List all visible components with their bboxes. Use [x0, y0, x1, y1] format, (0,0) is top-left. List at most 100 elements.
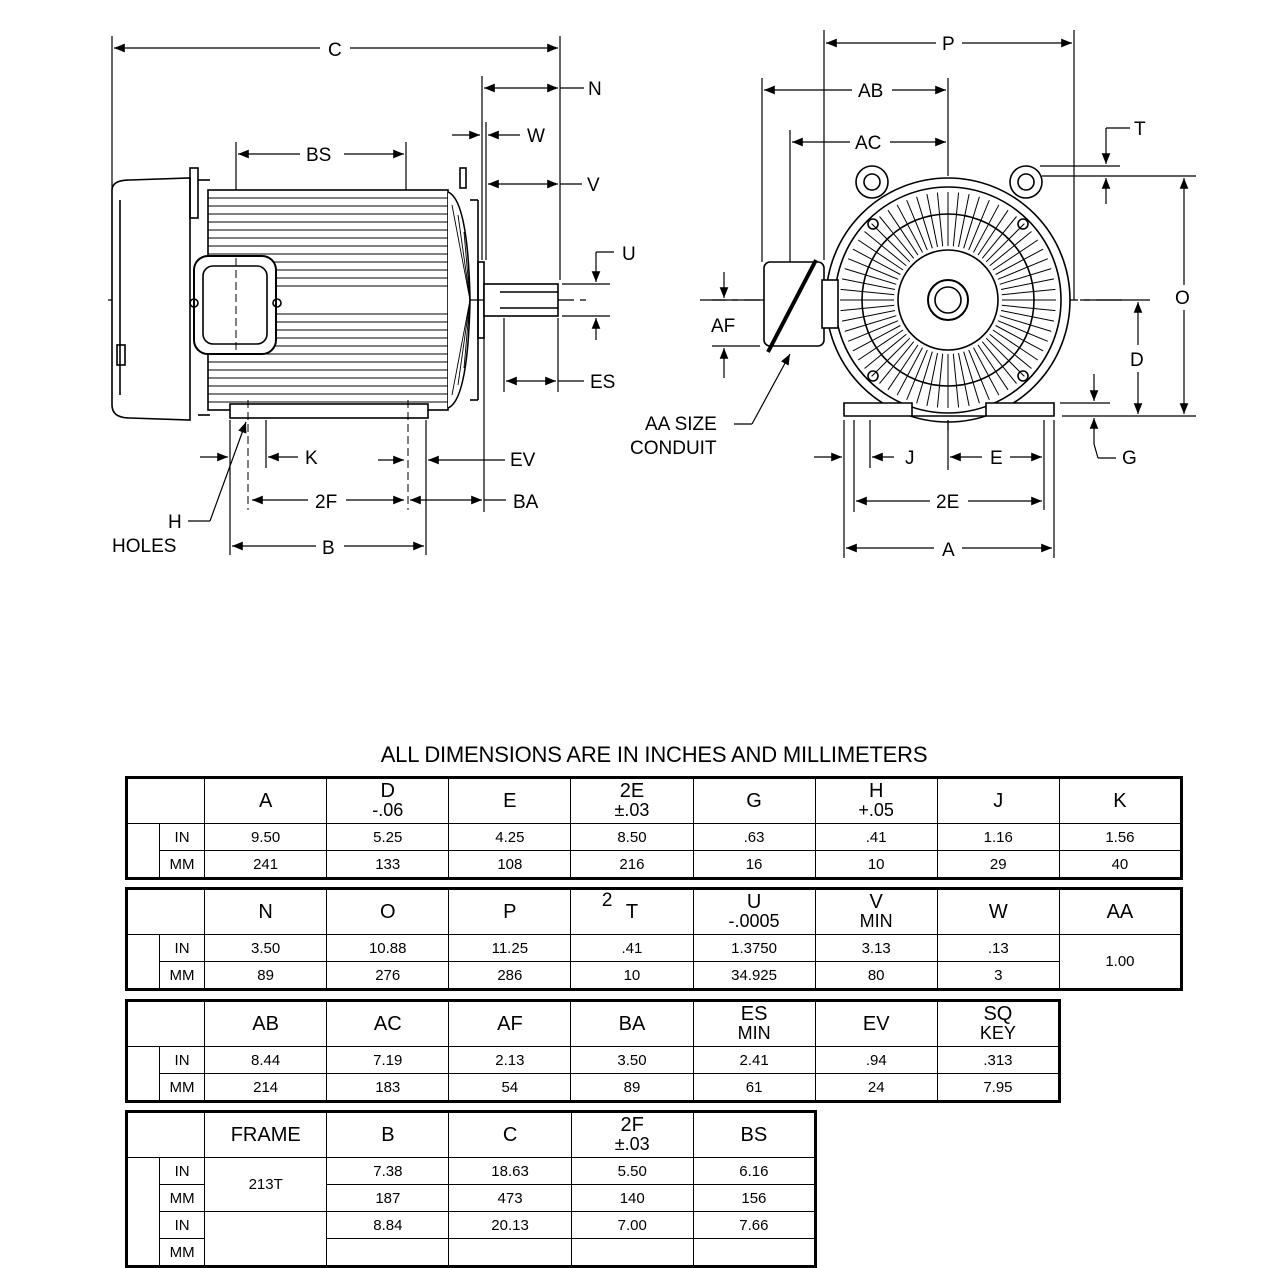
cell: 7.19 — [326, 1046, 450, 1074]
cell: 61 — [692, 1073, 816, 1102]
cell: 18.63 — [448, 1157, 572, 1185]
cell: 7.38 — [326, 1157, 450, 1185]
header-H: H+.05 — [814, 777, 938, 824]
fin-line — [977, 344, 1009, 391]
cell: .13 — [936, 934, 1060, 962]
fin-line — [989, 333, 1032, 369]
fin-line — [985, 337, 1025, 377]
fin-line — [981, 216, 1017, 259]
header-T: T — [570, 888, 694, 935]
fin-line — [887, 209, 919, 256]
header-corner — [126, 888, 206, 935]
svg-text:J: J — [905, 448, 915, 469]
fin-line — [1000, 278, 1054, 290]
fin-line — [985, 223, 1025, 263]
end-view — [700, 150, 1125, 430]
svg-text:N: N — [588, 79, 602, 100]
fin-line — [989, 231, 1032, 267]
svg-text:E: E — [990, 448, 1003, 469]
svg-text:AF: AF — [711, 316, 735, 337]
unit-mm: MM — [159, 1184, 206, 1212]
cell: 241 — [204, 850, 328, 879]
svg-text:U: U — [622, 244, 636, 265]
svg-text:AB: AB — [858, 81, 883, 102]
unit-in: IN — [159, 1157, 206, 1185]
header-BS: BS — [692, 1111, 817, 1158]
cell: 6.16 — [692, 1157, 817, 1185]
end-view-dimensions — [712, 30, 1196, 558]
cell: 1.3750 — [692, 934, 816, 962]
cell: 2.41 — [692, 1046, 816, 1074]
cell-frame — [204, 1211, 328, 1267]
cell-frame: 213T — [204, 1157, 328, 1212]
fin-line — [963, 351, 980, 404]
header-A: A — [204, 777, 328, 824]
table-row-in: IN 213T 7.38 18.63 5.50 6.16 — [126, 1157, 817, 1267]
fin-line — [977, 209, 1009, 256]
cell: 10.88 — [326, 934, 450, 962]
svg-text:2F: 2F — [315, 492, 337, 513]
header-J: J — [936, 777, 1060, 824]
cell: 20.13 — [448, 1211, 572, 1239]
unit-in: IN — [159, 823, 206, 851]
table-row-in: IN 8.84 20.13 7.00 7.66 — [127, 1211, 817, 1267]
unit-mm: MM — [159, 850, 206, 879]
cell: 183 — [326, 1073, 450, 1102]
cell: .41 — [570, 934, 694, 962]
fin-line — [963, 196, 980, 249]
header-corner — [126, 1000, 206, 1047]
fin-line — [840, 304, 895, 312]
fin-line — [852, 325, 901, 352]
unit-in: IN — [159, 1211, 206, 1239]
cell: 276 — [326, 961, 450, 990]
table-row-mm: MM 187 473 140 156 — [127, 1184, 817, 1212]
fin-line — [848, 320, 899, 342]
cell: 29 — [936, 850, 1060, 879]
header-frame: FRAME — [204, 1111, 328, 1158]
fin-line — [864, 333, 907, 369]
fin-line — [871, 223, 911, 263]
table-row-mm: MM 89 276 286 10 34.925 80 3 — [127, 961, 1182, 990]
fin-line — [968, 349, 990, 400]
table-row-in: IN 3.50 10.88 11.25 .41 1.3750 3.13 .13 … — [126, 934, 1183, 990]
fin-line — [848, 258, 899, 280]
cell — [692, 1238, 817, 1267]
svg-text:V: V — [587, 175, 600, 196]
svg-text:W: W — [527, 126, 545, 147]
cell: 16 — [692, 850, 816, 879]
cell: 156 — [692, 1184, 817, 1212]
cell: 473 — [448, 1184, 572, 1212]
header-corner — [126, 777, 206, 824]
fin-line — [936, 353, 944, 408]
cell: 80 — [814, 961, 938, 990]
svg-text:C: C — [328, 40, 342, 61]
cell: 7.00 — [570, 1211, 694, 1239]
fin-line — [864, 231, 907, 267]
fin-line — [992, 329, 1039, 361]
cell: 10 — [570, 961, 694, 990]
svg-text:ES: ES — [590, 372, 615, 393]
fin-line — [887, 344, 919, 391]
unit-mm: MM — [159, 961, 206, 990]
fin-line — [896, 204, 923, 253]
cell — [448, 1238, 572, 1267]
svg-text:BS: BS — [306, 145, 331, 166]
fin-line — [844, 315, 897, 332]
svg-text:G: G — [1122, 448, 1137, 469]
cell: 187 — [326, 1184, 450, 1212]
cell: 7.95 — [936, 1073, 1061, 1102]
header-AC: AC — [326, 1000, 450, 1047]
cell: 54 — [448, 1073, 572, 1102]
table-row-in: IN 8.44 7.19 2.13 3.50 2.41 .94 .313 — [126, 1046, 1061, 1102]
header-2F: 2F±.03 — [570, 1111, 694, 1158]
row-gutter — [126, 934, 161, 990]
fin-line — [995, 325, 1044, 352]
cell: .313 — [936, 1046, 1061, 1074]
cell: 8.84 — [326, 1211, 450, 1239]
dimension-table-4: FRAME B C 2F±.03 BS IN 213T 7.38 18.63 5… — [125, 1110, 817, 1268]
fin-line — [1000, 310, 1054, 322]
